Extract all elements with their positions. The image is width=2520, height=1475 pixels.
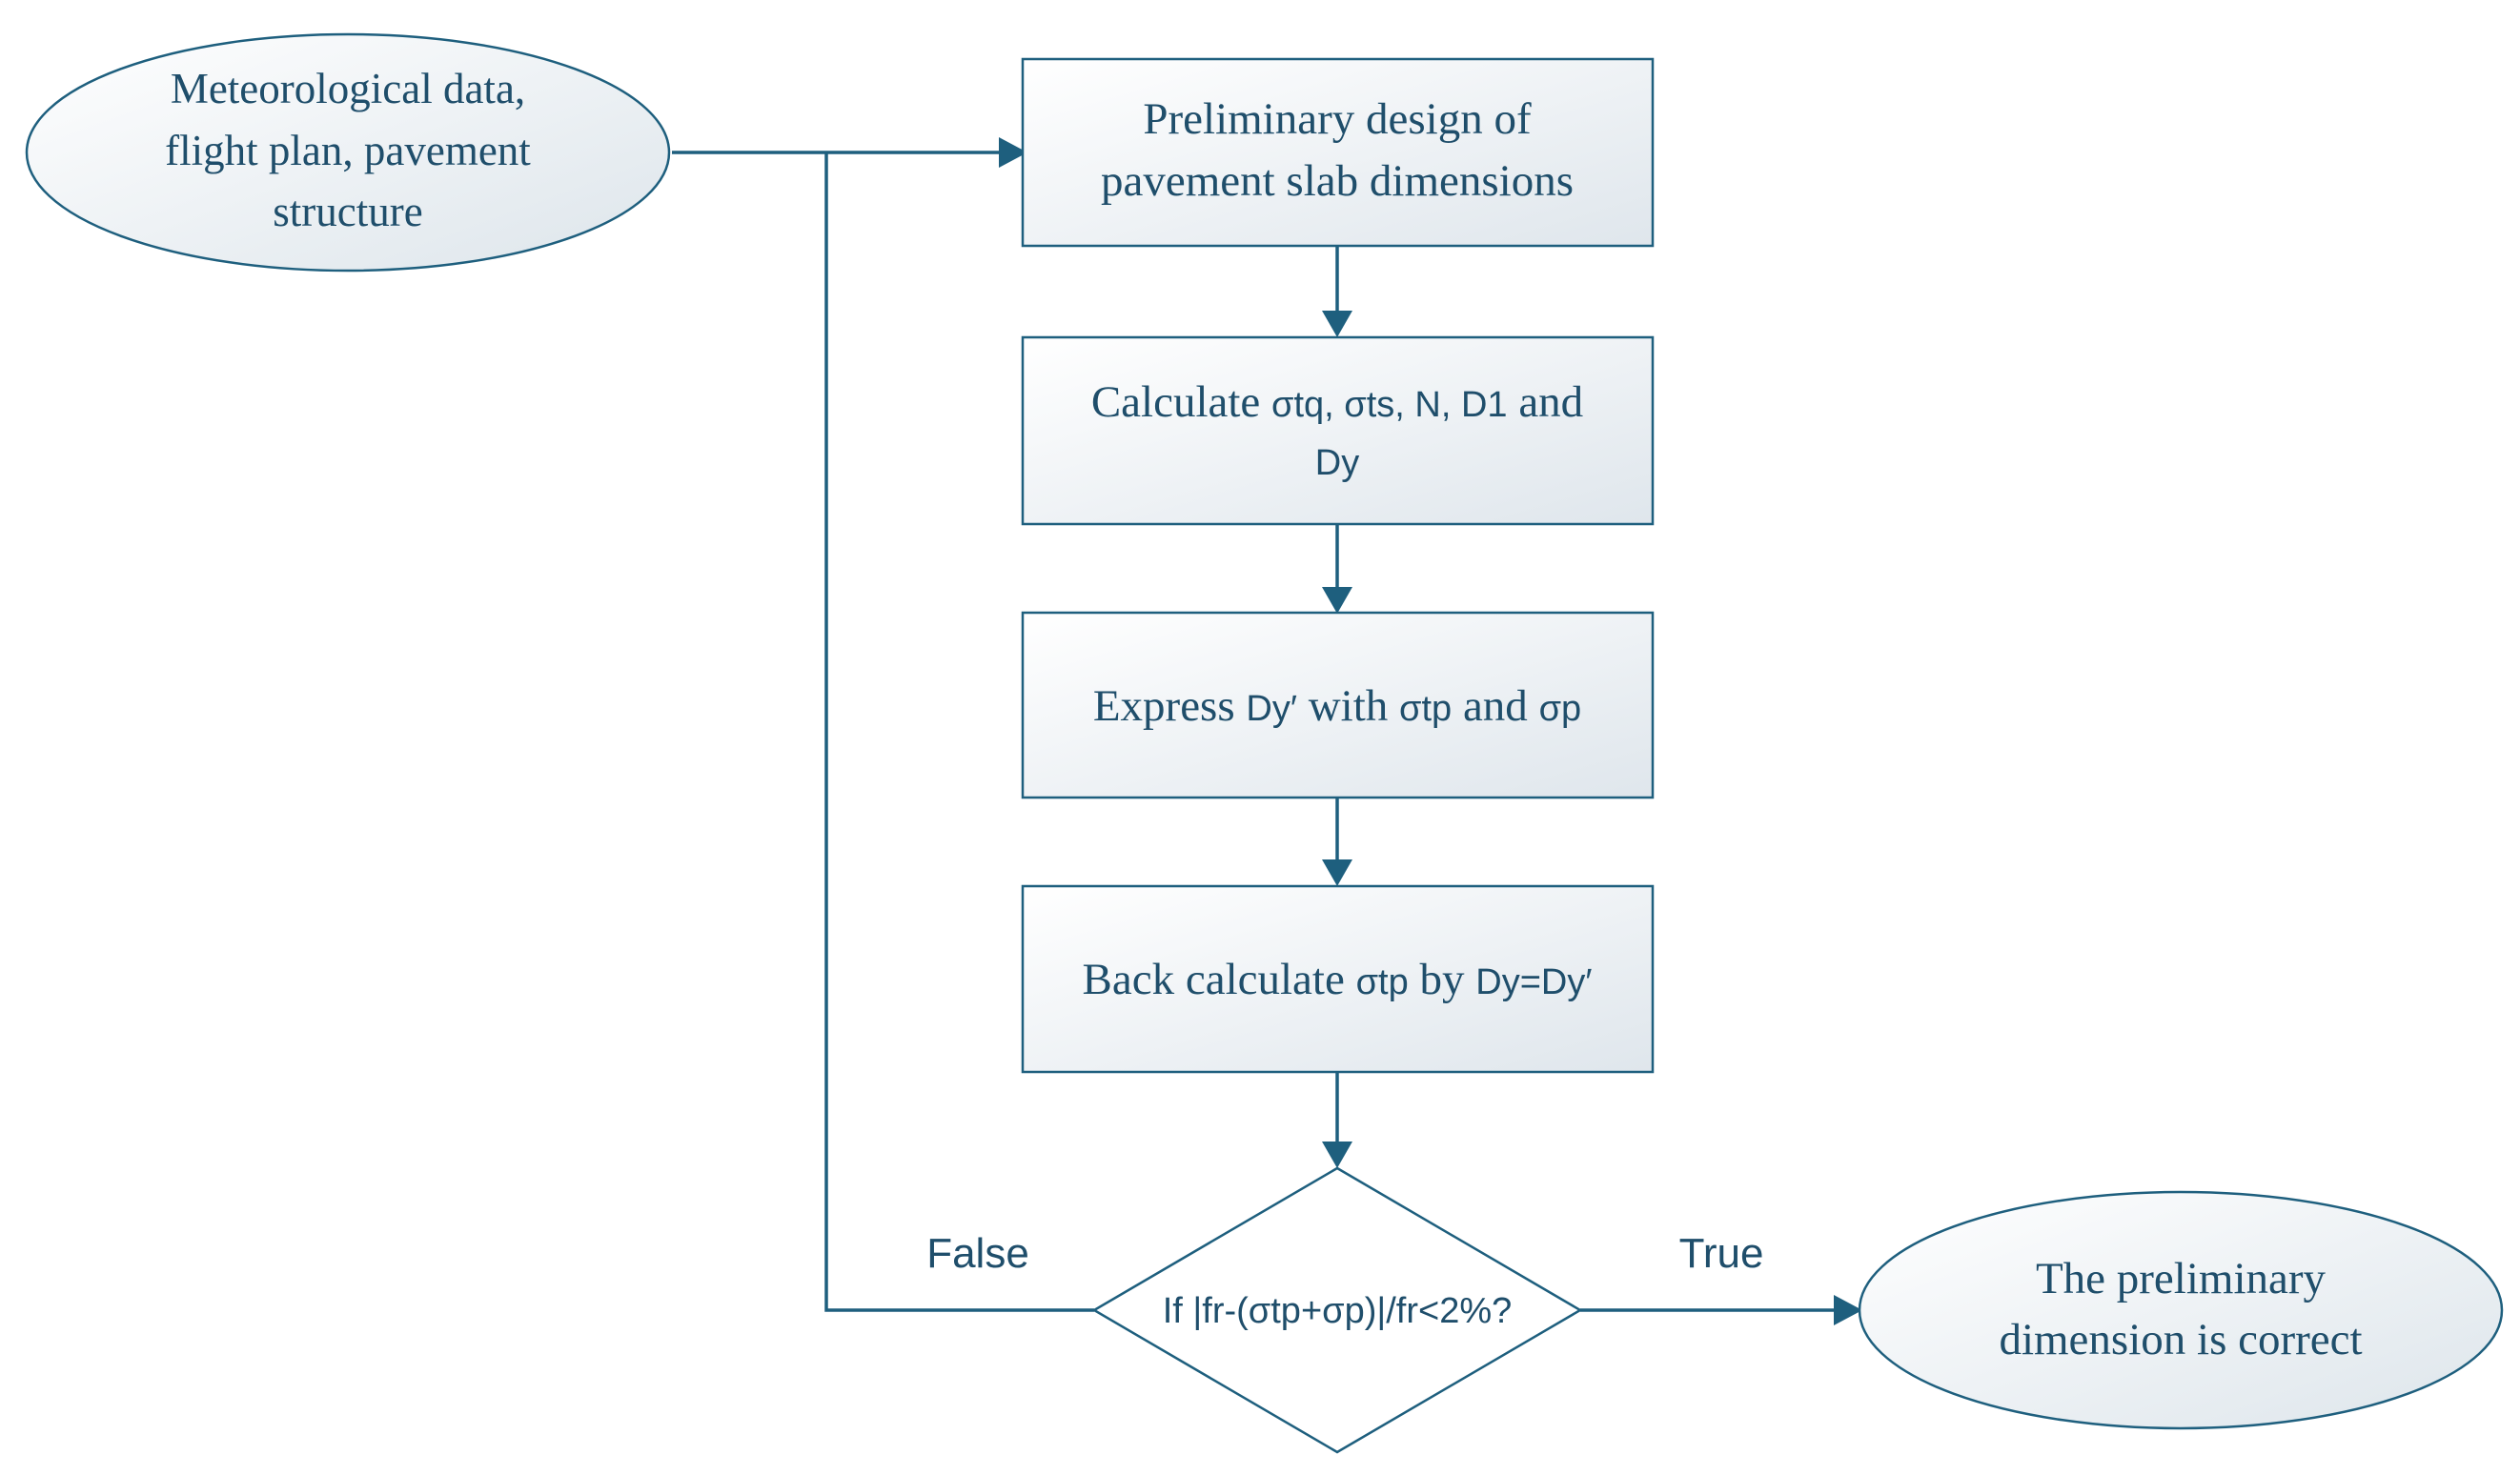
arrowhead-step2: [1322, 311, 1352, 337]
node-step3-text-f: σp: [1539, 689, 1582, 729]
arrowhead-output: [1834, 1295, 1862, 1325]
node-step4-text-c: by: [1409, 955, 1476, 1004]
node-decision: If |fr-(σtp+σp)|/fr<2%?: [1091, 1166, 1583, 1454]
node-input-line-1: Meteorological data,: [171, 65, 525, 112]
node-input: Meteorological data, flight plan, paveme…: [25, 32, 671, 273]
node-step3-line: Express Dy′ with σtp and σp: [1093, 681, 1581, 731]
arrowhead-decision: [1322, 1142, 1352, 1168]
arrowhead-step3: [1322, 587, 1352, 614]
edge-false-loop: [824, 152, 1094, 1312]
node-step1-line-1: Preliminary design of: [1143, 94, 1532, 144]
node-step2-line-2: Dy: [1315, 443, 1359, 483]
node-step3: Express Dy′ with σtp and σp: [1021, 611, 1655, 799]
node-step3-text-b: Dy′: [1246, 689, 1297, 729]
node-step3-text-a: Express: [1093, 681, 1247, 731]
node-step2-text-c: and: [1508, 377, 1584, 427]
node-step1-line-2: pavement slab dimensions: [1101, 156, 1574, 206]
node-decision-label: If |fr-(σtp+σp)|/fr<2%?: [1163, 1291, 1513, 1331]
node-step2: Calculate σtq, σts, N, D1 and Dy: [1021, 335, 1655, 526]
node-output-line-2: dimension is correct: [1999, 1315, 2362, 1364]
edge-label-true: True: [1679, 1230, 1764, 1277]
node-step2-text-a: Calculate: [1091, 377, 1271, 427]
node-step1: Preliminary design of pavement slab dime…: [1021, 57, 1655, 248]
node-step4-text-b: σtp: [1356, 962, 1409, 1002]
node-output-line-1: The preliminary: [2036, 1254, 2327, 1303]
arrowhead-step1: [999, 137, 1027, 168]
node-step4-text-d: Dy=Dy′: [1475, 962, 1592, 1002]
node-input-line-2: flight plan, pavement: [165, 127, 531, 174]
node-step3-text-d: σtp: [1399, 689, 1452, 729]
connectors: [672, 137, 1862, 1325]
node-step4-line: Back calculate σtp by Dy=Dy′: [1083, 955, 1593, 1004]
node-step4-text-a: Back calculate: [1083, 955, 1356, 1004]
node-step3-text-c: with: [1297, 681, 1399, 731]
node-step4: Back calculate σtp by Dy=Dy′: [1021, 884, 1655, 1074]
node-input-line-3: structure: [273, 188, 422, 235]
node-output: The preliminary dimension is correct: [1858, 1190, 2504, 1430]
edge-label-false: False: [926, 1230, 1029, 1277]
node-step3-text-e: and: [1452, 681, 1538, 731]
arrowhead-step4: [1322, 859, 1352, 886]
node-step2-text-b: σtq, σts, N, D1: [1271, 385, 1508, 425]
node-step2-line-1: Calculate σtq, σts, N, D1 and: [1091, 377, 1583, 427]
